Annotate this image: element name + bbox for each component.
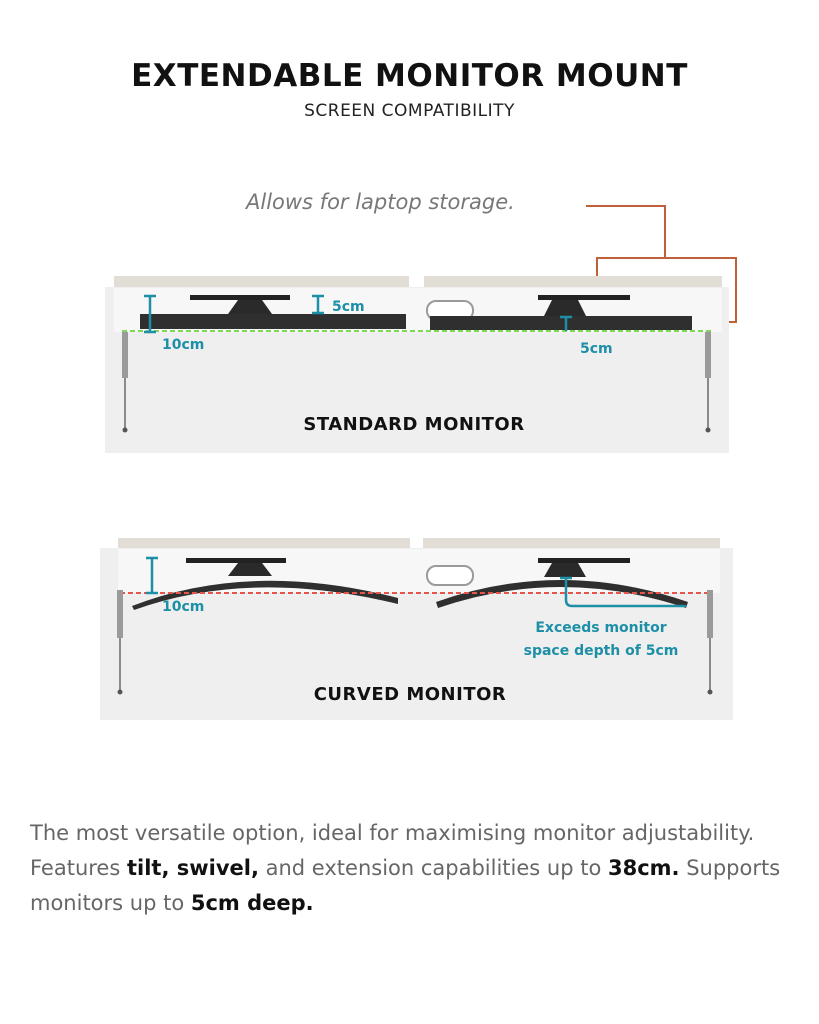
standard-right-screen xyxy=(430,316,692,330)
standard-right-strut xyxy=(705,332,711,378)
callout-text: Allows for laptop storage. xyxy=(246,190,515,214)
desc-bold3: 5cm deep. xyxy=(190,891,314,915)
curved-right-pivot xyxy=(707,689,713,695)
standard-monitor-label: STANDARD MONITOR xyxy=(303,414,524,435)
curved-left-pivot xyxy=(117,689,123,695)
desc-part2: and extension capabilities up to xyxy=(258,856,608,880)
standard-right-arm xyxy=(538,295,630,300)
curved-left-screen xyxy=(132,580,398,610)
standard-monitor-panel: 10cm 5cm 5cm STANDARD MONITOR xyxy=(105,276,729,453)
curved-right-mount xyxy=(544,563,586,577)
product-description: The most versatile option, ideal for max… xyxy=(30,816,800,921)
standard-left-screen xyxy=(140,314,406,329)
curved-cabinet-top-right xyxy=(423,538,720,549)
standard-dim-left-label: 10cm xyxy=(162,337,204,353)
curved-monitor-panel: 10cm Exceeds monitor space depth of 5cm … xyxy=(100,538,733,720)
standard-dim-right-label: 5cm xyxy=(580,341,613,357)
curved-cabinet-top-left xyxy=(118,538,410,549)
desc-part3: Supports monitors up to xyxy=(30,856,781,915)
curved-dim-left-label: 10cm xyxy=(162,599,204,615)
callout-connector xyxy=(586,205,666,258)
standard-cabinet-top-right xyxy=(424,276,722,288)
desc-bold2: 38cm. xyxy=(608,856,680,880)
curved-left-mount xyxy=(228,563,272,576)
page-subtitle: SCREEN COMPATIBILITY xyxy=(304,101,515,121)
curved-right-strut xyxy=(707,590,713,638)
standard-cabinet-top-left xyxy=(114,276,409,288)
standard-dim-top-label: 5cm xyxy=(332,299,365,315)
desc-part1: The most versatile option, ideal for max… xyxy=(30,821,755,880)
curved-dim-left xyxy=(146,556,158,595)
curved-exceeds-pointer xyxy=(564,578,686,608)
curved-note-line1: Exceeds monitor xyxy=(535,620,666,636)
page-title: EXTENDABLE MONITOR MOUNT xyxy=(131,58,688,94)
standard-dim-right xyxy=(560,315,572,331)
curved-right-arm xyxy=(538,558,630,563)
standard-right-mount xyxy=(544,300,586,316)
curved-monitor-label: CURVED MONITOR xyxy=(314,684,507,705)
standard-dim-left xyxy=(144,294,156,334)
standard-left-pivot xyxy=(122,427,128,433)
standard-left-arm xyxy=(190,295,290,300)
curved-left-strut xyxy=(117,590,123,638)
standard-dim-top xyxy=(312,294,324,315)
curved-note-line2: space depth of 5cm xyxy=(524,643,679,659)
standard-right-pivot xyxy=(705,427,711,433)
curved-right-screen xyxy=(436,580,688,608)
curved-left-arm xyxy=(186,558,286,563)
desc-bold1: tilt, swivel, xyxy=(126,856,259,880)
curved-handle xyxy=(426,565,474,586)
standard-left-strut xyxy=(122,332,128,378)
standard-left-mount xyxy=(228,300,272,314)
